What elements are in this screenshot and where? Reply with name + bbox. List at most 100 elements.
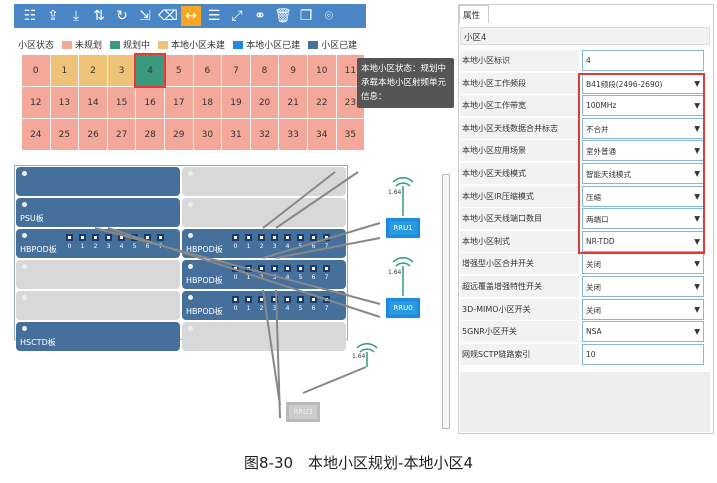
cell-6[interactable]: 6: [193, 55, 222, 86]
cell-34[interactable]: 34: [307, 119, 336, 150]
location-icon[interactable]: ⌾: [324, 8, 334, 24]
cell-27[interactable]: 27: [107, 119, 136, 150]
horizontal-link-icon[interactable]: ↔: [181, 6, 201, 26]
port[interactable]: 4: [118, 234, 125, 250]
cell-24[interactable]: 24: [22, 119, 50, 150]
port[interactable]: 2: [92, 234, 99, 250]
cell-5[interactable]: 5: [164, 55, 193, 86]
rru-0[interactable]: RRU0: [386, 298, 420, 318]
port[interactable]: 3: [105, 234, 112, 250]
cell-28[interactable]: 28: [136, 119, 164, 150]
cell-26[interactable]: 26: [79, 119, 107, 150]
property-dropdown[interactable]: NSA▼: [582, 321, 704, 343]
port[interactable]: 4: [284, 296, 291, 312]
cell-13[interactable]: 13: [50, 87, 79, 118]
cell-19[interactable]: 19: [222, 87, 250, 118]
vertical-scrollbar[interactable]: [442, 174, 450, 429]
delete-icon[interactable]: 🗑: [274, 8, 292, 24]
port[interactable]: 7: [157, 234, 164, 250]
cell-0[interactable]: 0: [22, 55, 50, 86]
property-input[interactable]: 10: [582, 343, 704, 365]
cell-7[interactable]: 7: [222, 55, 250, 86]
port[interactable]: 5: [131, 234, 138, 250]
port[interactable]: 1: [245, 234, 252, 250]
download-icon[interactable]: ⤓: [72, 8, 80, 24]
cell-8[interactable]: 8: [250, 55, 279, 86]
property-dropdown[interactable]: 100MHz▼: [582, 95, 704, 117]
board-slot[interactable]: [16, 291, 180, 320]
property-dropdown[interactable]: NR-TDD▼: [582, 230, 704, 252]
cell-25[interactable]: 25: [50, 119, 79, 150]
cell-32[interactable]: 32: [250, 119, 279, 150]
port[interactable]: 1: [245, 265, 252, 281]
port[interactable]: 5: [297, 296, 304, 312]
port[interactable]: 6: [310, 265, 317, 281]
property-dropdown[interactable]: 两端口▼: [582, 208, 704, 230]
refresh-icon[interactable]: ↻: [116, 8, 128, 24]
port[interactable]: 3: [271, 234, 278, 250]
property-dropdown[interactable]: 智能天线模式▼: [582, 163, 704, 184]
port[interactable]: 5: [297, 265, 304, 281]
cell-22[interactable]: 22: [307, 87, 336, 118]
port[interactable]: 2: [258, 265, 265, 281]
port[interactable]: 6: [144, 234, 151, 250]
cell-30[interactable]: 30: [193, 119, 222, 150]
copy-icon[interactable]: ❐: [299, 8, 313, 24]
property-dropdown[interactable]: 压缩▼: [582, 185, 704, 207]
port[interactable]: 0: [66, 234, 73, 250]
cell-14[interactable]: 14: [79, 87, 107, 118]
port[interactable]: 7: [323, 265, 330, 281]
board-slot[interactable]: [16, 167, 180, 196]
port[interactable]: 4: [284, 234, 291, 250]
property-dropdown[interactable]: 关闭▼: [582, 298, 704, 320]
port[interactable]: 7: [323, 296, 330, 312]
cell-2[interactable]: 2: [79, 55, 107, 86]
port[interactable]: 3: [271, 296, 278, 312]
cell-33[interactable]: 33: [279, 119, 307, 150]
board-slot[interactable]: [182, 322, 346, 351]
cell-15[interactable]: 15: [107, 87, 136, 118]
port[interactable]: 6: [310, 234, 317, 250]
port[interactable]: 5: [297, 234, 304, 250]
rru-3[interactable]: RRU3: [286, 402, 320, 422]
board-slot[interactable]: [182, 167, 346, 196]
port[interactable]: 6: [310, 296, 317, 312]
cell-3[interactable]: 3: [107, 55, 136, 86]
cell-1[interactable]: 1: [50, 55, 79, 86]
property-dropdown[interactable]: 关闭▼: [582, 253, 704, 275]
port[interactable]: 3: [271, 265, 278, 281]
port[interactable]: 7: [323, 234, 330, 250]
cell-20[interactable]: 20: [250, 87, 279, 118]
tab-properties[interactable]: 属性: [459, 5, 489, 23]
port[interactable]: 2: [258, 296, 265, 312]
board-slot[interactable]: PSU板: [16, 198, 180, 227]
port[interactable]: 1: [245, 296, 252, 312]
cell-9[interactable]: 9: [279, 55, 307, 86]
rru-1[interactable]: RRU1: [386, 218, 420, 238]
board-slot[interactable]: [16, 260, 180, 289]
cell-10[interactable]: 10: [307, 55, 336, 86]
port[interactable]: 0: [232, 265, 239, 281]
cell-17[interactable]: 17: [164, 87, 193, 118]
cell-21[interactable]: 21: [279, 87, 307, 118]
property-dropdown[interactable]: 室外普通▼: [582, 140, 704, 162]
share-icon[interactable]: ⇲: [139, 8, 151, 24]
cell-12[interactable]: 12: [22, 87, 50, 118]
property-dropdown[interactable]: 不合并▼: [582, 117, 704, 139]
cell-31[interactable]: 31: [222, 119, 250, 150]
port[interactable]: 4: [284, 265, 291, 281]
port[interactable]: 1: [79, 234, 86, 250]
board-slot[interactable]: [182, 198, 346, 227]
nodes-icon[interactable]: ⚭: [254, 8, 266, 24]
cell-16[interactable]: 16: [136, 87, 164, 118]
cell-35[interactable]: 35: [336, 119, 365, 150]
property-dropdown[interactable]: 关闭▼: [582, 276, 704, 297]
port[interactable]: 0: [232, 234, 239, 250]
property-dropdown[interactable]: B41频段(2496-2690)▼: [582, 72, 704, 94]
board-slot[interactable]: HSCTD板: [16, 322, 180, 351]
eraser-icon[interactable]: ⌫: [158, 8, 178, 24]
